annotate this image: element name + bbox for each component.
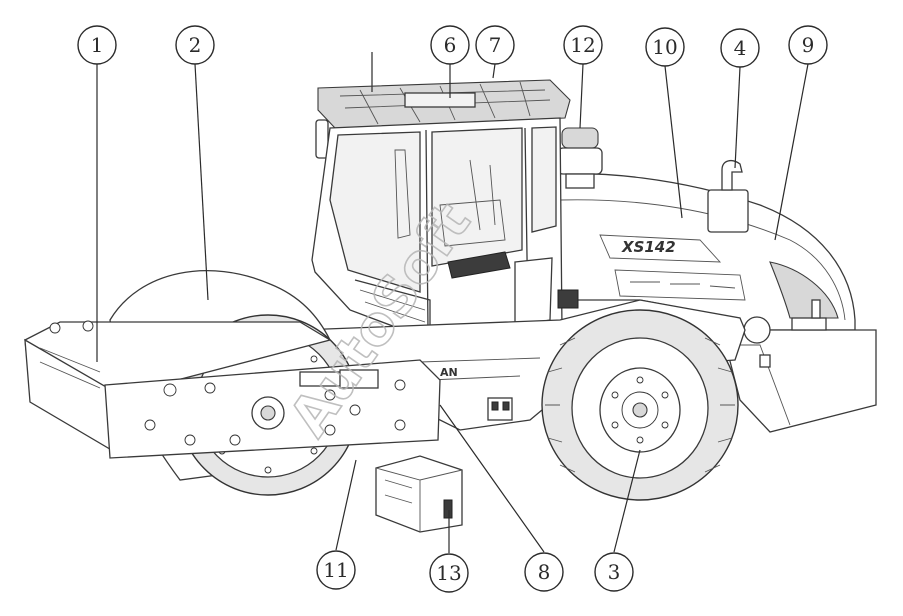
- svg-text:13: 13: [436, 561, 461, 585]
- callout-1: 1: [77, 25, 117, 65]
- callout-3: 3: [594, 552, 634, 592]
- svg-text:1: 1: [91, 33, 104, 57]
- air-precleaner: [557, 127, 603, 189]
- brand-label: AN: [440, 366, 458, 379]
- leader-lines: [96, 63, 809, 553]
- svg-text:9: 9: [802, 33, 815, 57]
- callout-9: 9: [788, 25, 828, 65]
- rear-engine-hood: XS142: [539, 172, 856, 331]
- svg-text:2: 2: [189, 33, 202, 57]
- model-label: XS142: [621, 238, 676, 256]
- callout-2: 2: [175, 25, 215, 65]
- tool-box: [375, 455, 463, 533]
- callout-11: 11: [316, 550, 356, 590]
- svg-text:10: 10: [652, 35, 677, 59]
- svg-text:4: 4: [734, 36, 747, 60]
- callout-4: 4: [720, 28, 760, 68]
- callout-10: 10: [645, 27, 685, 67]
- svg-text:6: 6: [444, 33, 457, 57]
- callout-13: 13: [429, 553, 469, 593]
- callout-8: 8: [524, 552, 564, 592]
- exhaust-stack: [707, 159, 749, 233]
- front-frame: [24, 320, 441, 459]
- svg-text:11: 11: [323, 558, 348, 582]
- svg-text:7: 7: [489, 33, 502, 57]
- wheel-lug-nuts: [611, 376, 669, 444]
- svg-text:3: 3: [608, 560, 621, 584]
- svg-text:12: 12: [570, 33, 595, 57]
- operator-cab: [311, 52, 571, 341]
- callout-6: 6: [430, 25, 470, 65]
- callout-7: 7: [475, 25, 515, 65]
- callout-12: 12: [563, 25, 603, 65]
- rear-bumper: [721, 299, 877, 433]
- svg-text:8: 8: [538, 560, 551, 584]
- rear-wheel: [541, 309, 739, 501]
